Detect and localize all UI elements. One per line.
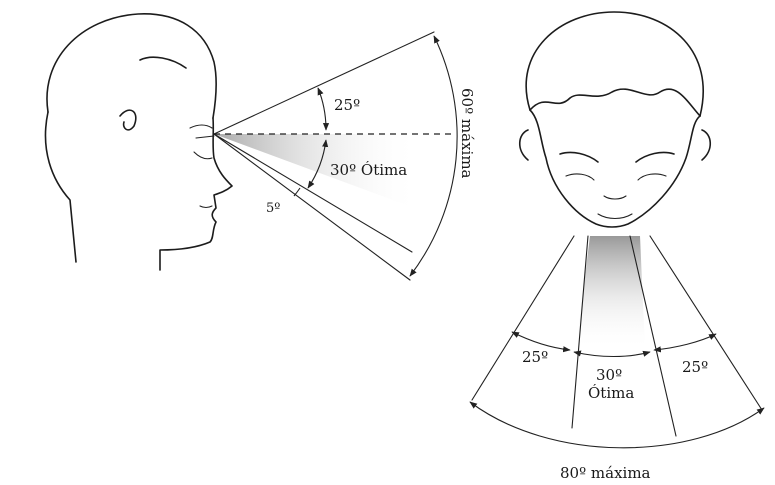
front-30-arc — [574, 352, 650, 357]
side-max-angle-label: 60º máxima — [458, 88, 476, 179]
head-front-icon — [520, 12, 711, 227]
front-right-angle-label: 25º — [682, 358, 708, 376]
front-left-outer-line — [472, 236, 574, 400]
side-25-arc — [318, 88, 326, 130]
side-upper-line — [214, 32, 434, 134]
front-center-caption: Ótima — [588, 384, 634, 402]
front-view: 25º 30º Ótima 25º 80º máxima — [470, 12, 764, 482]
front-center-angle-label: 30º — [596, 366, 622, 384]
front-right-25-arc — [654, 334, 716, 350]
side-view: 25º 30º Ótima 5º 60º máxima — [45, 14, 476, 280]
front-max-arc — [470, 402, 764, 448]
head-profile-icon — [45, 14, 232, 270]
side-upper-angle-label: 25º — [334, 96, 360, 114]
front-right-outer-line — [650, 236, 762, 410]
side-optimal-angle-label: 30º Ótima — [330, 161, 407, 179]
side-lower-angle-label: 5º — [266, 201, 280, 216]
front-max-angle-label: 80º máxima — [560, 464, 651, 482]
front-left-angle-label: 25º — [522, 348, 548, 366]
side-5-arc — [294, 188, 300, 196]
